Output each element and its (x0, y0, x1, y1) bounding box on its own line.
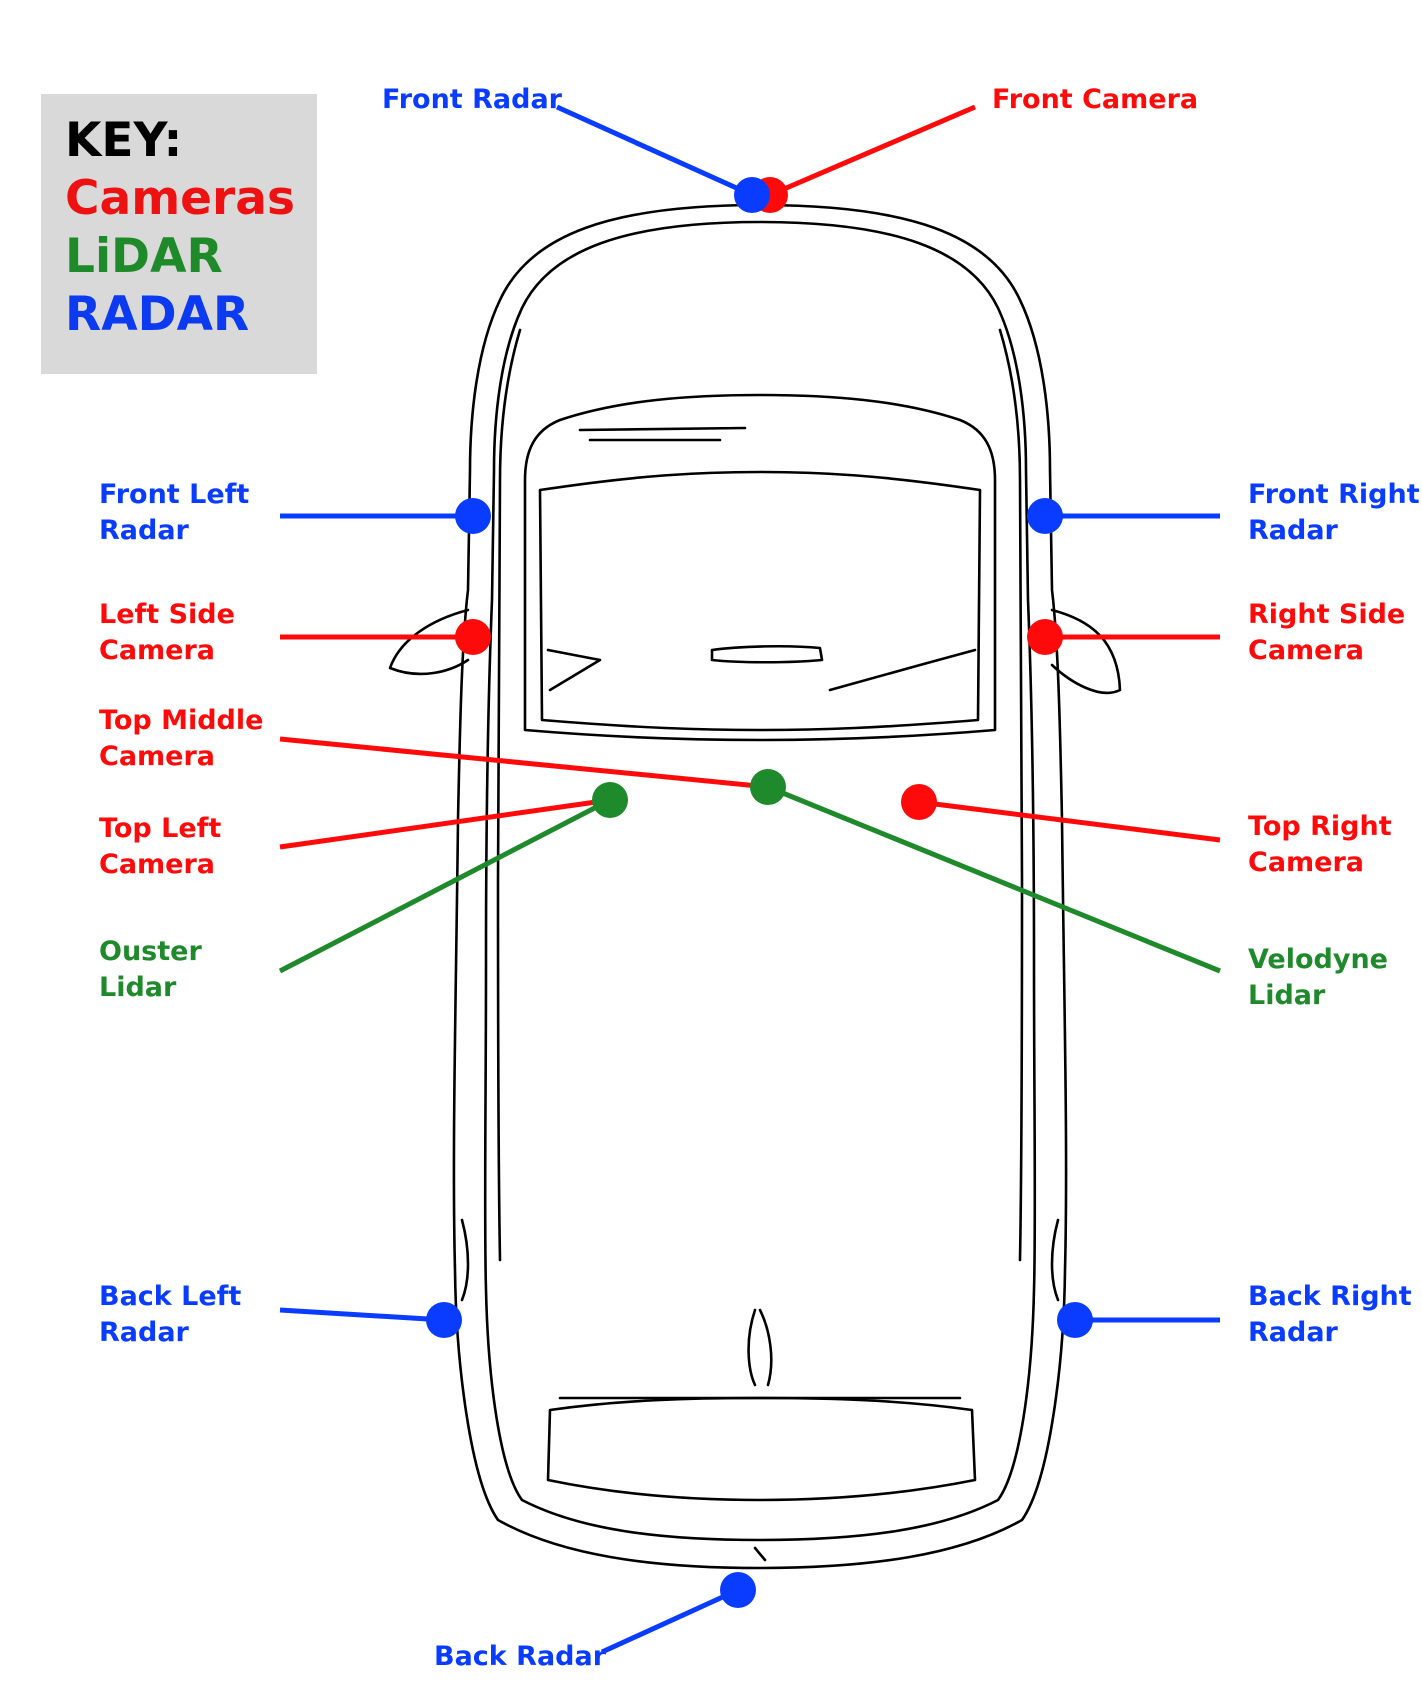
label-line: Back Right (1248, 1281, 1412, 1312)
dash-left (546, 648, 602, 692)
right-rear-pillar (1050, 1218, 1060, 1302)
car-body-outer (452, 203, 1068, 1570)
label-line: Camera (99, 635, 216, 666)
rear-window (546, 1396, 977, 1502)
front-left-radar-marker (455, 498, 491, 534)
leader-back-radar (600, 1587, 740, 1655)
legend-item-lidar: LiDAR (65, 229, 223, 284)
legend-item-radar: RADAR (65, 287, 250, 342)
right-side-camera-marker (1027, 619, 1063, 655)
label-line: Back Left (99, 1281, 242, 1312)
velodyne-lidar-marker (750, 769, 786, 805)
leader-ouster-lidar (278, 797, 612, 974)
label-line: Camera (99, 849, 216, 880)
label-line: Top Middle (99, 705, 264, 736)
legend-key: KEY: Cameras LiDAR RADAR (41, 94, 317, 374)
sensor-markers (426, 177, 1093, 1608)
legend-item-cameras: Cameras (65, 171, 295, 226)
rear-bumper-center (753, 1546, 767, 1562)
leader-lines (278, 104, 1221, 1655)
label-line: Radar (99, 1317, 189, 1348)
leader-top-left-camera (279, 797, 611, 850)
back-right-radar-marker (1057, 1302, 1093, 1338)
label-top-middle-camera: Top Middle Camera (99, 703, 263, 775)
label-back-left-radar: Back Left Radar (99, 1279, 241, 1351)
ouster-lidar-marker (592, 782, 628, 818)
hood-line-top (578, 426, 747, 432)
mirror-right (1050, 608, 1122, 695)
label-line: Radar (99, 515, 189, 546)
leader-front-radar (555, 104, 754, 198)
label-line: Radar (1248, 515, 1338, 546)
label-line: Front Radar (382, 84, 562, 115)
label-line: Camera (1248, 635, 1365, 666)
front-right-radar-marker (1027, 498, 1063, 534)
label-line: Right Side (1248, 599, 1406, 630)
car-roof-rail-right (998, 328, 1024, 1262)
label-line: Left Side (99, 599, 235, 630)
label-line: Front Camera (992, 84, 1199, 115)
label-top-left-camera: Top Left Camera (99, 811, 221, 883)
label-line: Ouster (99, 936, 202, 967)
left-side-camera-marker (455, 619, 491, 655)
label-back-right-radar: Back Right Radar (1248, 1279, 1412, 1351)
rear-antenna (747, 1308, 773, 1387)
car-body-inner (483, 220, 1037, 1542)
label-front-right-radar: Front Right Radar (1248, 477, 1420, 549)
label-left-side-camera: Left Side Camera (99, 597, 235, 669)
back-radar-marker (720, 1572, 756, 1608)
dash-right (828, 648, 977, 692)
label-line: Top Right (1248, 811, 1392, 842)
label-front-radar: Front Radar (382, 82, 562, 118)
mirror-left (388, 608, 470, 676)
leader-top-middle-camera (279, 736, 769, 790)
label-back-radar: Back Radar (434, 1639, 606, 1675)
label-line: Top Left (99, 813, 222, 844)
windshield-frame (523, 393, 997, 742)
label-line: Back Radar (434, 1641, 607, 1672)
label-front-camera: Front Camera (992, 82, 1198, 118)
car-outline (388, 203, 1122, 1570)
legend-title: KEY: (65, 113, 183, 168)
label-line: Camera (99, 741, 216, 772)
label-line: Radar (1248, 1317, 1338, 1348)
label-front-left-radar: Front Left Radar (99, 477, 249, 549)
label-line: Velodyne (1248, 944, 1388, 975)
label-line: Camera (1248, 847, 1365, 878)
front-radar-marker (734, 177, 770, 213)
label-line: Lidar (99, 972, 177, 1003)
label-line: Lidar (1248, 980, 1326, 1011)
label-line: Front Right (1248, 479, 1420, 510)
leader-front-camera (769, 104, 976, 198)
leader-velodyne-lidar (767, 784, 1221, 974)
left-rear-pillar (460, 1218, 470, 1302)
label-line: Front Left (99, 479, 250, 510)
dash-vent (710, 644, 824, 664)
windshield-glass (538, 470, 982, 732)
label-right-side-camera: Right Side Camera (1248, 597, 1405, 669)
leader-top-right-camera (918, 799, 1221, 843)
car-roof-rail-left (496, 328, 522, 1262)
top-right-camera-marker (901, 784, 937, 820)
leader-back-left-radar (279, 1307, 445, 1323)
label-top-right-camera: Top Right Camera (1248, 809, 1392, 881)
label-ouster-lidar: Ouster Lidar (99, 934, 202, 1006)
back-left-radar-marker (426, 1302, 462, 1338)
label-velodyne-lidar: Velodyne Lidar (1248, 942, 1388, 1014)
